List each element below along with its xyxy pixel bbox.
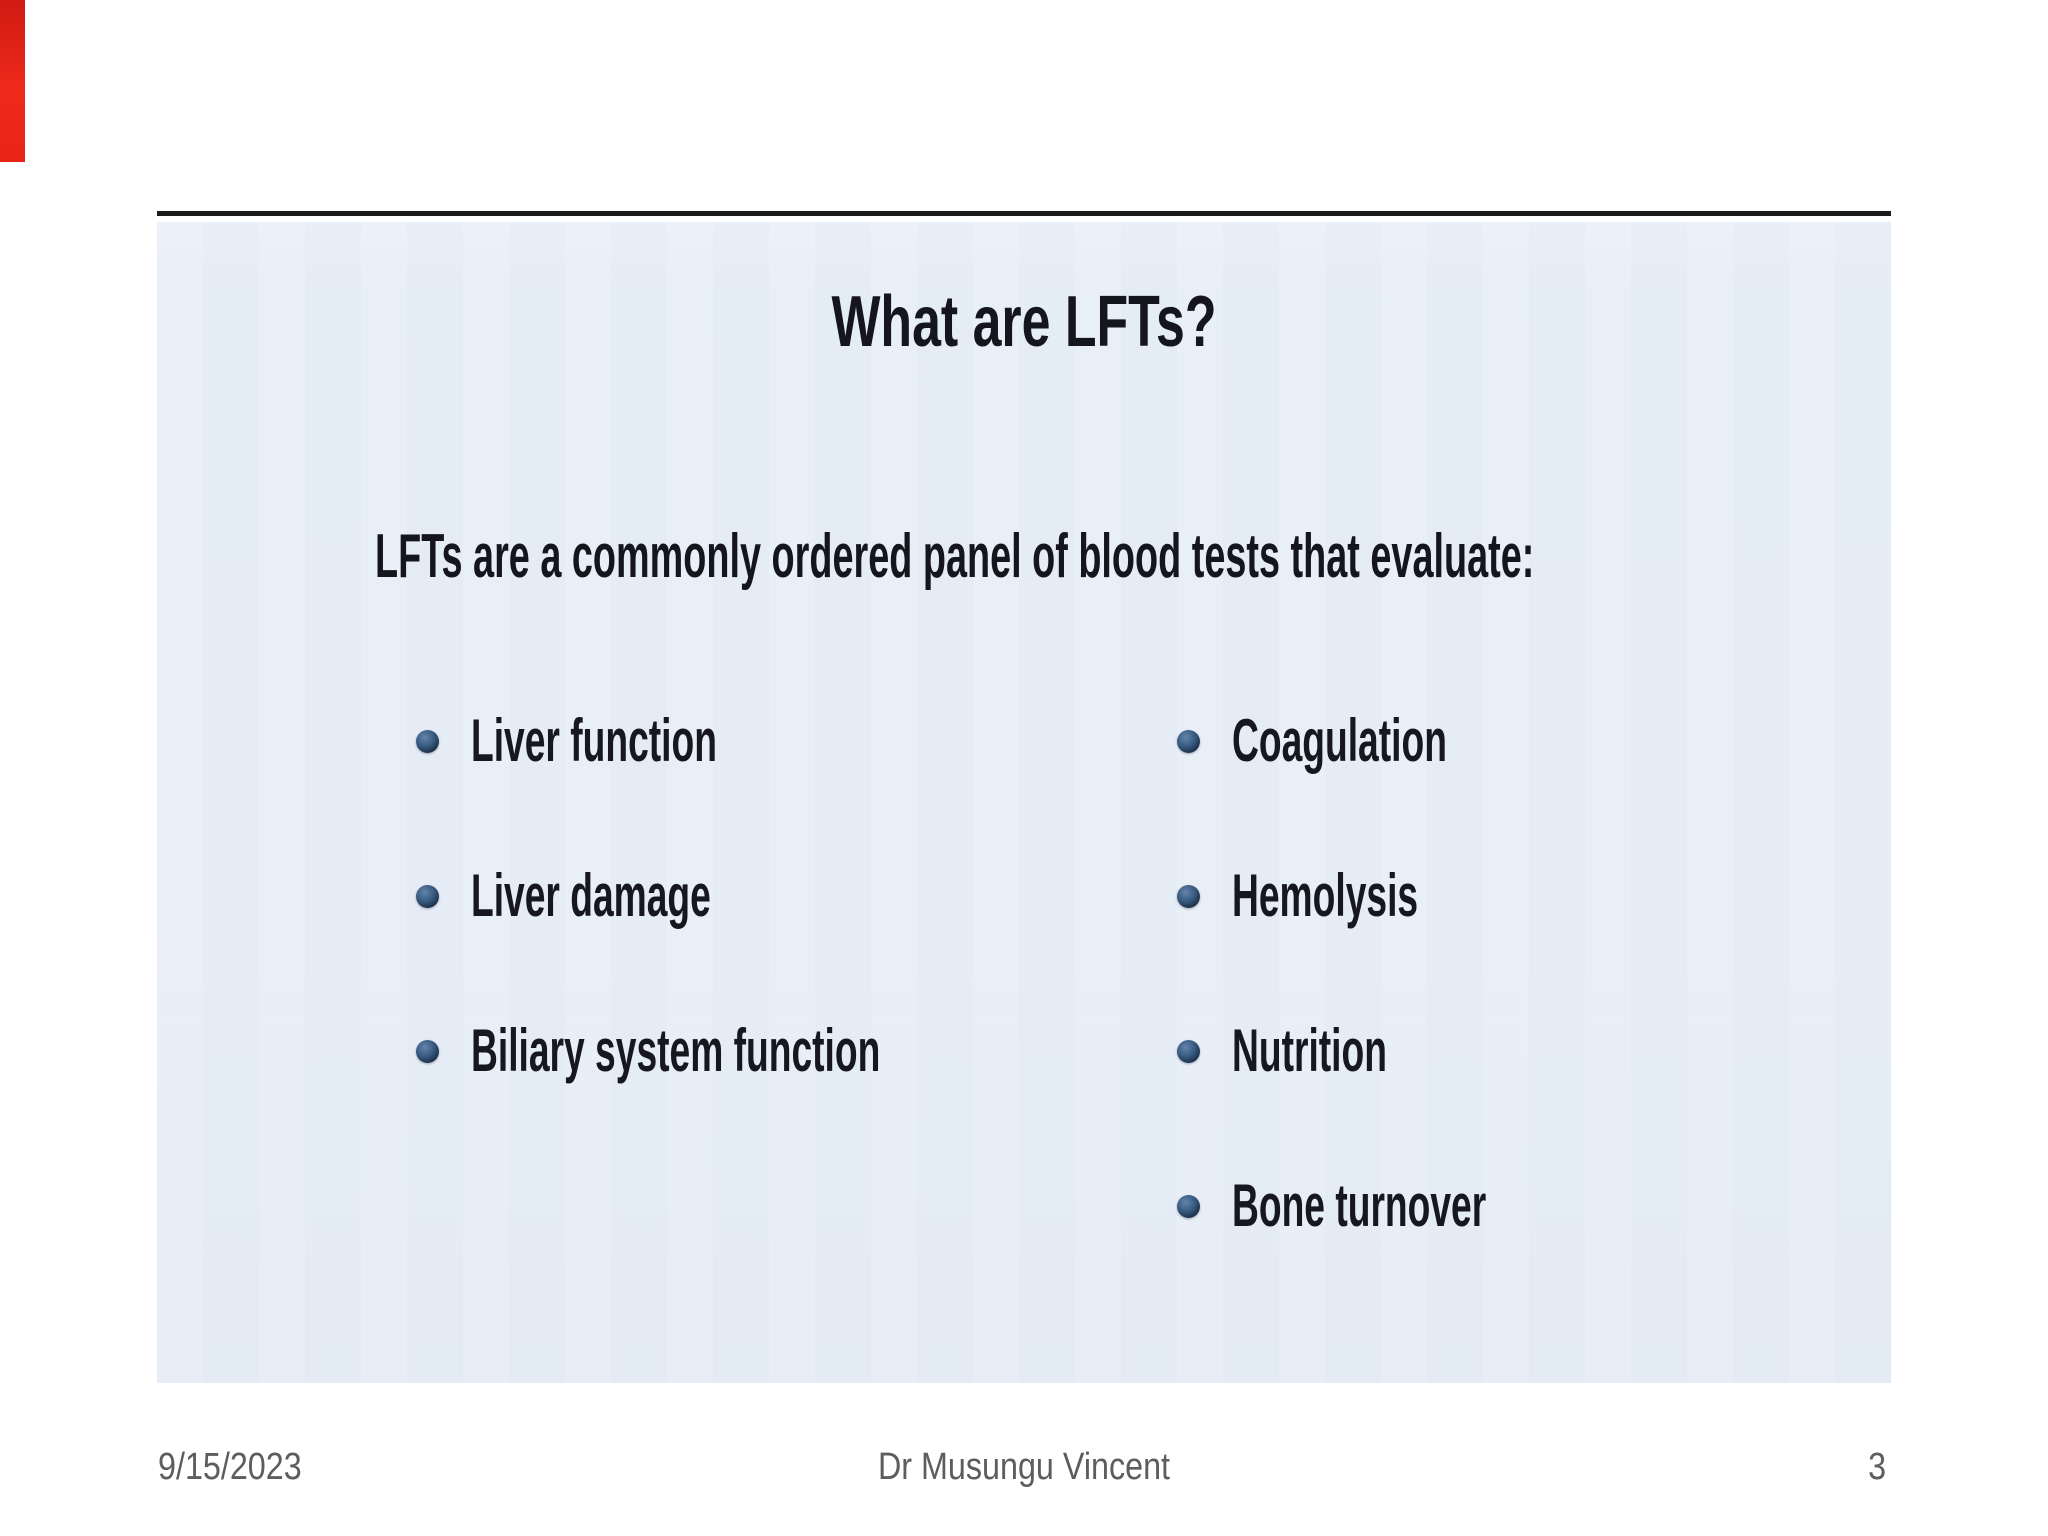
bullet-label: Hemolysis [1232,862,1419,929]
bullet-dot-icon [416,884,439,908]
bullet-label: Liver damage [471,862,711,929]
footer-date: 9/15/2023 [158,1446,302,1488]
footer-page-number: 3 [1868,1446,1886,1488]
bullet-item: Bone turnover [1177,1176,1642,1236]
slide-panel [157,222,1891,1383]
bullet-label: Nutrition [1232,1017,1387,1084]
intro-text: LFTs are a commonly ordered panel of blo… [375,522,1535,591]
red-bar [0,0,25,162]
bullet-dot-icon [416,729,439,753]
slide-title: What are LFTs? [831,282,1217,362]
slide-top-border [157,211,1891,216]
bullet-label: Liver function [471,707,717,774]
bullet-dot-icon [1177,884,1200,908]
bullet-dot-icon [416,1039,439,1063]
bullet-dot-icon [1177,1194,1200,1218]
bullet-item: Liver damage [416,866,1131,926]
bullet-label: Coagulation [1232,707,1447,774]
bullet-item: Liver function [416,711,1131,771]
footer-author: Dr Musungu Vincent [877,1446,1171,1488]
bullet-label: Biliary system function [471,1017,881,1084]
bullet-dot-icon [1177,1039,1200,1063]
bullet-item: Hemolysis [1177,866,1642,926]
bullet-item: Nutrition [1177,1021,1642,1081]
bullet-list-left: Liver function Liver damage Biliary syst… [416,711,1131,1176]
bullet-dot-icon [1177,729,1200,753]
bullet-list-right: Coagulation Hemolysis Nutrition Bone tur… [1177,711,1642,1331]
bullet-item: Coagulation [1177,711,1642,771]
bullet-label: Bone turnover [1232,1172,1487,1239]
bullet-item: Biliary system function [416,1021,1131,1081]
